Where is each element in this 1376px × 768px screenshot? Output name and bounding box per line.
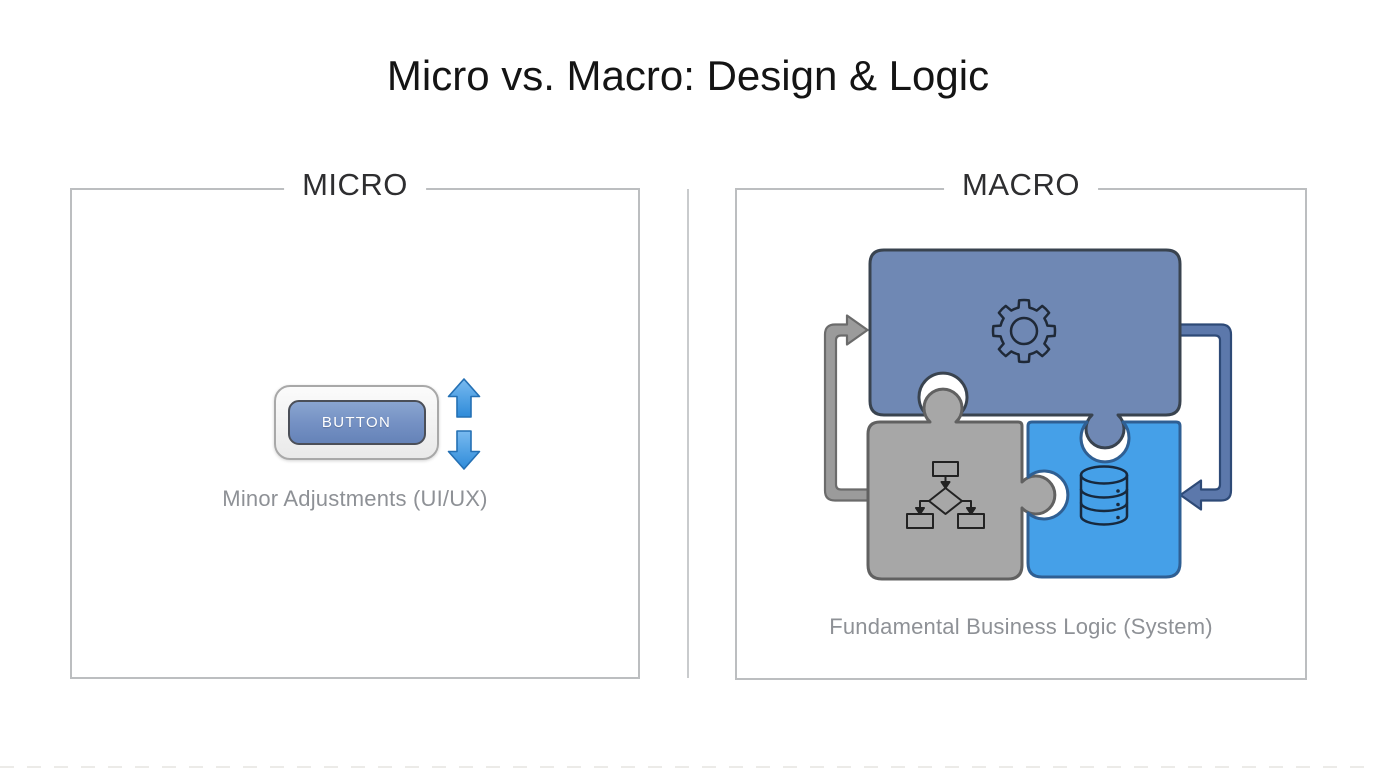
micro-panel: MICRO BUTTON Minor Adjustments (UI/UX)	[70, 167, 640, 679]
macro-caption: Fundamental Business Logic (System)	[829, 614, 1213, 639]
button-label: BUTTON	[321, 414, 392, 431]
panel-divider	[687, 189, 689, 678]
database-icon	[1079, 465, 1129, 526]
bottom-edge-artifact	[0, 766, 1376, 768]
flowchart-icon	[906, 461, 985, 529]
down-arrow-icon	[447, 430, 481, 470]
macro-panel-label: MACRO	[944, 167, 1098, 203]
micro-caption: Minor Adjustments (UI/UX)	[222, 486, 488, 511]
button-illustration: BUTTON	[274, 385, 439, 460]
puzzle-piece-top	[868, 248, 1182, 450]
puzzle-piece-blue	[1026, 420, 1182, 579]
resize-arrows-icon	[447, 378, 481, 470]
puzzle-diagram	[823, 248, 1233, 581]
cycle-arrow-right-icon	[1178, 323, 1233, 511]
page-title: Micro vs. Macro: Design & Logic	[386, 52, 990, 99]
up-arrow-icon	[447, 378, 481, 418]
gear-icon	[991, 298, 1057, 364]
puzzle-piece-gray	[866, 387, 1057, 581]
macro-panel: MACRO	[735, 167, 1307, 680]
cycle-arrow-left-icon	[823, 314, 870, 502]
micro-panel-label: MICRO	[284, 167, 426, 203]
button-graphic: BUTTON	[287, 400, 426, 445]
